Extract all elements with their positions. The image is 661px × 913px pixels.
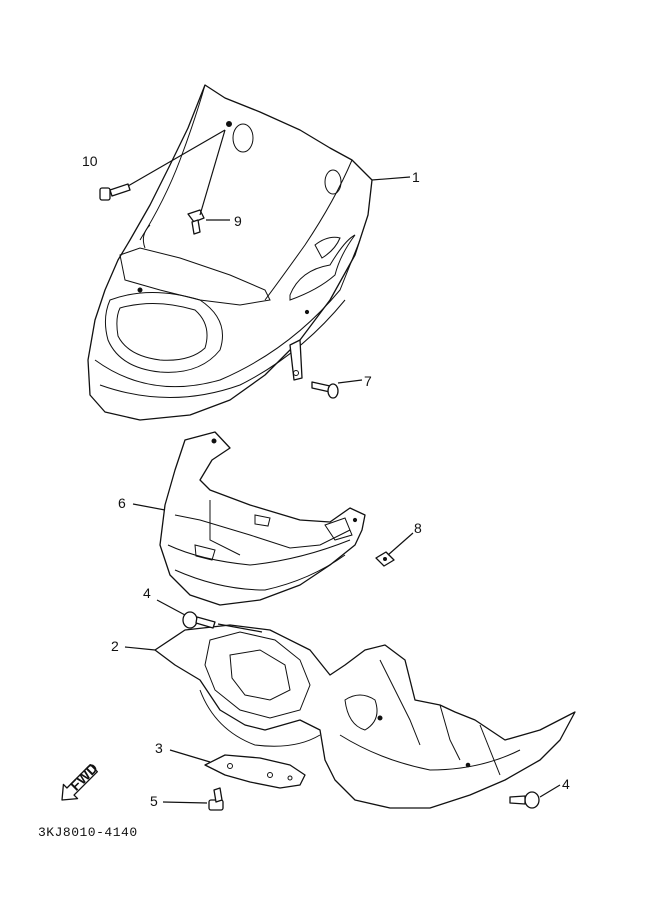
screw-part	[208, 787, 224, 811]
fwd-direction-arrow: FWD	[61, 760, 101, 801]
callout-7: 7	[364, 373, 372, 389]
fwd-label: FWD	[67, 760, 101, 794]
callout-5: 5	[150, 793, 158, 809]
callout-3: 3	[155, 740, 163, 756]
screw-side-part	[99, 183, 131, 201]
callout-8-label: 8	[414, 520, 422, 536]
leader-lines	[124, 129, 561, 804]
screw-front-part	[311, 381, 339, 399]
drawing-code: 3KJ8010-4140	[38, 825, 138, 840]
callout-4-upper: 4	[143, 585, 151, 601]
callout-6: 6	[118, 495, 126, 511]
front-cover-part	[87, 84, 373, 421]
bolt-upper-part	[182, 611, 216, 629]
callout-1: 1	[412, 169, 420, 185]
callout-9: 9	[234, 213, 242, 229]
bolt-lower-part	[509, 791, 540, 809]
inner-cover-part	[159, 431, 366, 606]
plate-part	[204, 754, 306, 789]
under-cover-part	[154, 624, 576, 809]
nut-part	[375, 551, 395, 567]
callout-4-lower: 4	[562, 776, 570, 792]
callout-2: 2	[111, 638, 119, 654]
callout-10: 10	[82, 153, 98, 169]
